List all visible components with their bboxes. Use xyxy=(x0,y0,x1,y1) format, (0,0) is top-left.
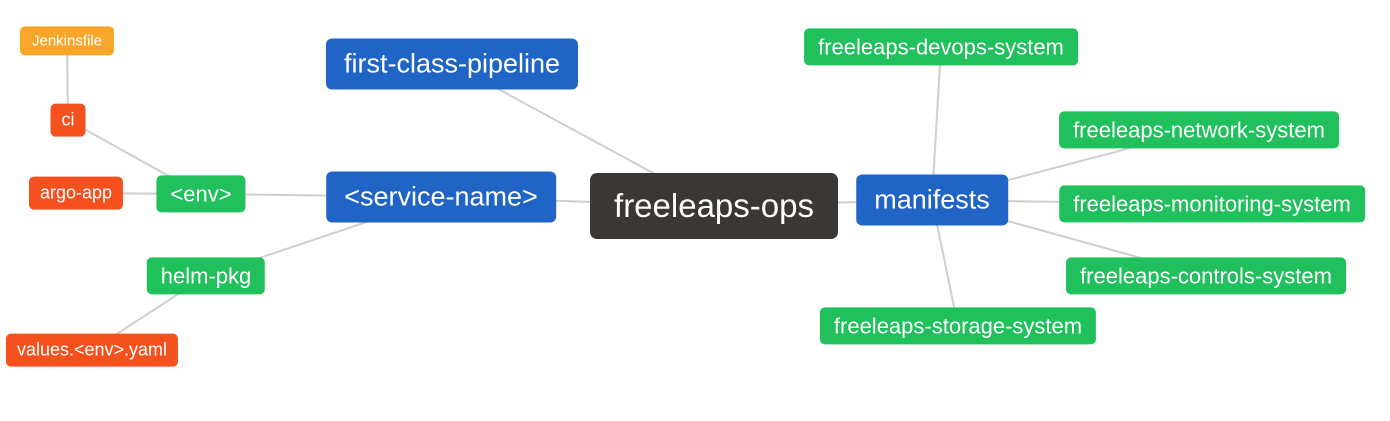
node-label-freeleaps-ops: freeleaps-ops xyxy=(614,187,814,225)
node-label-argo-app: argo-app xyxy=(39,182,113,203)
node-label-values-env-yaml: values.<env>.yaml xyxy=(16,339,168,360)
node-label-freeleaps-network-system: freeleaps-network-system xyxy=(1073,117,1325,143)
node-freeleaps-ops[interactable]: freeleaps-ops xyxy=(590,173,838,239)
node-label-service-name: <service-name> xyxy=(344,181,538,212)
node-label-manifests: manifests xyxy=(874,184,990,215)
node-ci[interactable]: ci xyxy=(50,103,86,137)
node-freeleaps-network-system[interactable]: freeleaps-network-system xyxy=(1059,111,1339,149)
node-argo-app[interactable]: argo-app xyxy=(28,176,124,210)
node-label-freeleaps-monitoring-system: freeleaps-monitoring-system xyxy=(1073,191,1351,217)
node-label-first-class-pipeline: first-class-pipeline xyxy=(343,48,561,79)
node-values-env-yaml[interactable]: values.<env>.yaml xyxy=(5,333,179,367)
node-label-freeleaps-controls-system: freeleaps-controls-system xyxy=(1080,263,1332,289)
node-label-jenkinsfile: Jenkinsfile xyxy=(31,32,103,50)
node-first-class-pipeline[interactable]: first-class-pipeline xyxy=(325,38,579,90)
node-label-freeleaps-devops-system: freeleaps-devops-system xyxy=(818,34,1064,60)
node-freeleaps-storage-system[interactable]: freeleaps-storage-system xyxy=(819,307,1097,345)
node-helm-pkg[interactable]: helm-pkg xyxy=(146,257,266,295)
node-service-name[interactable]: <service-name> xyxy=(326,171,556,223)
node-label-freeleaps-storage-system: freeleaps-storage-system xyxy=(833,313,1083,339)
node-label-ci: ci xyxy=(61,109,75,130)
node-manifests[interactable]: manifests xyxy=(856,174,1008,226)
node-freeleaps-controls-system[interactable]: freeleaps-controls-system xyxy=(1066,257,1346,295)
node-freeleaps-devops-system[interactable]: freeleaps-devops-system xyxy=(804,28,1078,66)
node-jenkinsfile[interactable]: Jenkinsfile xyxy=(19,26,115,56)
node-label-helm-pkg: helm-pkg xyxy=(160,263,252,289)
node-env[interactable]: <env> xyxy=(156,175,246,213)
node-label-env: <env> xyxy=(170,181,232,207)
node-freeleaps-monitoring-system[interactable]: freeleaps-monitoring-system xyxy=(1059,185,1365,223)
